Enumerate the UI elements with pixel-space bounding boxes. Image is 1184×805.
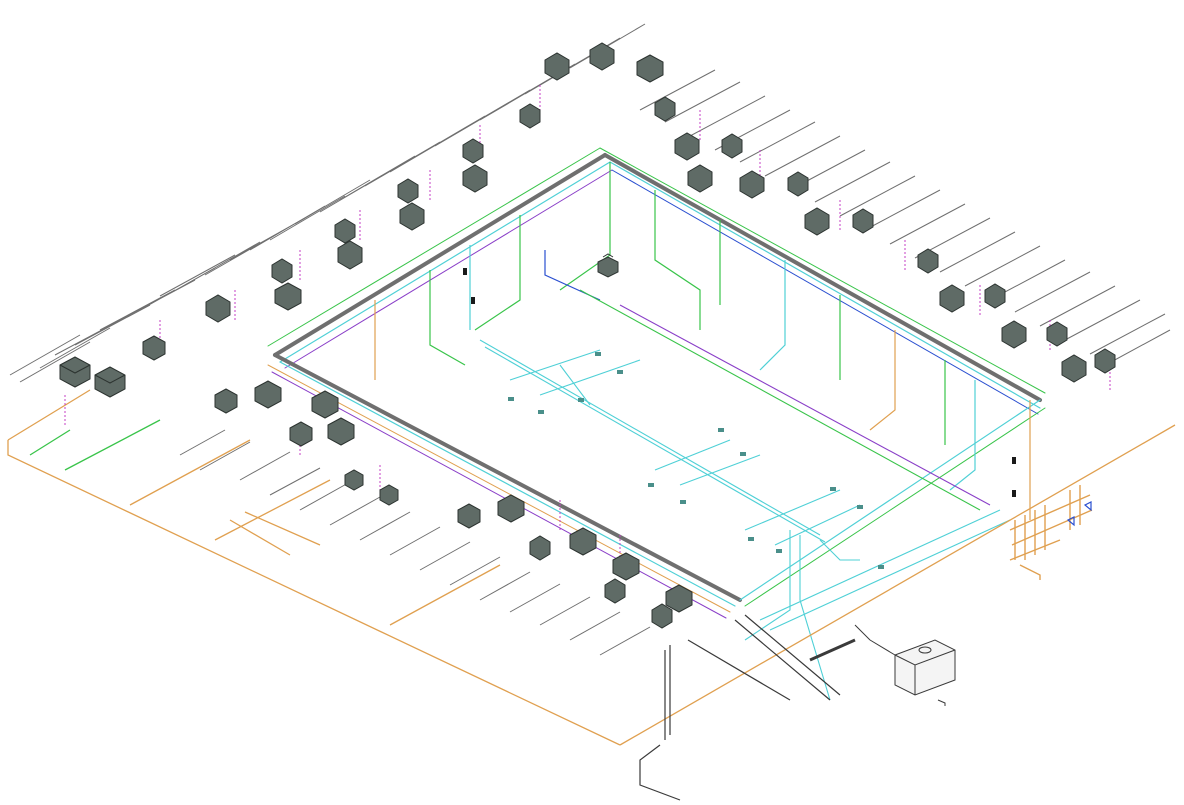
equipment-box-icon — [651, 603, 673, 629]
equipment-box-icon — [311, 390, 339, 419]
equipment-box-icon — [544, 52, 570, 81]
equipment-box-icon — [334, 218, 356, 244]
equipment-box-icon — [289, 421, 313, 447]
equipment-box-icon — [379, 484, 399, 506]
valve-icon — [1066, 501, 1092, 527]
branches-bottom-left — [179, 429, 651, 656]
equipment-box-icon — [665, 584, 693, 613]
equipment-box-icon — [337, 240, 363, 270]
equipment-box-icon — [1001, 320, 1027, 349]
equipment-units — [59, 42, 1116, 629]
equipment-box-icon — [569, 527, 597, 556]
equipment-box-icon — [519, 103, 541, 129]
equipment-box-icon — [721, 133, 743, 159]
equipment-box-icon — [497, 494, 525, 523]
equipment-box-icon — [687, 164, 713, 193]
equipment-box-icon — [397, 178, 419, 204]
equipment-box-icon — [589, 42, 615, 71]
equipment-box-icon — [636, 54, 664, 83]
inner-wall-risers — [374, 162, 1031, 520]
diffusers — [508, 352, 884, 569]
equipment-box-icon — [787, 171, 809, 197]
equipment-box-icon — [327, 417, 355, 446]
wall-markers — [463, 268, 1016, 497]
equipment-box-icon — [462, 164, 488, 193]
equipment-box-icon — [399, 202, 425, 231]
equipment-box-icon — [917, 248, 939, 274]
equipment-box-icon — [984, 283, 1006, 309]
branches-top-left — [9, 23, 646, 383]
equipment-box-icon — [142, 335, 166, 361]
equipment-box-icon — [271, 258, 293, 284]
equipment-box-icon — [214, 388, 238, 414]
equipment-box-icon — [804, 207, 830, 236]
equipment-box-icon — [939, 284, 965, 313]
equipment-box-icon — [612, 552, 640, 581]
equipment-box-icon — [654, 96, 676, 122]
equipment-box-icon — [739, 170, 765, 199]
equipment-box-icon — [1061, 354, 1087, 383]
equipment-box-icon — [94, 366, 126, 398]
equipment-box-icon — [674, 132, 700, 161]
rooftop-unit-icon — [597, 253, 619, 278]
equipment-box-icon — [457, 503, 481, 529]
equipment-box-icon — [604, 578, 626, 604]
equipment-box-icon — [205, 294, 231, 323]
water-heater-manifold — [1009, 485, 1093, 580]
site-utility-loop — [7, 389, 1176, 746]
equipment-box-icon — [344, 469, 364, 491]
equipment-box-icon — [1046, 321, 1068, 347]
equipment-box-icon — [852, 208, 874, 234]
equipment-box-icon — [1094, 348, 1116, 374]
equipment-box-icon — [529, 535, 551, 561]
storage-tank-icon — [854, 624, 956, 706]
equipment-box-icon — [462, 138, 484, 164]
equipment-box-icon — [254, 380, 282, 409]
equipment-box-icon — [274, 282, 302, 311]
equipment-box-icon — [59, 356, 91, 388]
service-lines — [639, 614, 856, 801]
perimeter-mains — [267, 147, 1046, 619]
interior-distribution — [479, 289, 1011, 701]
